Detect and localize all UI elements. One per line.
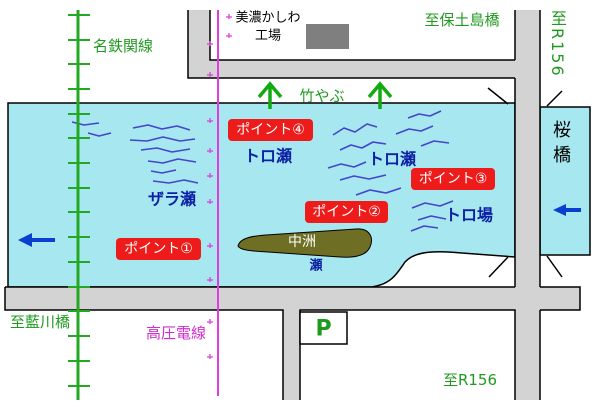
point-badge [116, 238, 201, 260]
roads [4, 10, 581, 400]
ripple-line [152, 179, 199, 184]
water-label-toro-ba: トロ場 [445, 206, 493, 225]
arrow-left-icon [553, 204, 581, 216]
ripple-line [129, 136, 196, 142]
factory-building [306, 24, 349, 49]
road-edge [540, 286, 581, 311]
direction-hodoshima-bridge: 至保土島橋 [424, 11, 499, 29]
power-pole-mark [207, 199, 213, 204]
ripple-line [87, 132, 112, 137]
ripples [71, 110, 454, 232]
sandbar-label: 中洲 [288, 234, 316, 250]
power-pole-mark [207, 118, 213, 123]
power-pole-mark [207, 277, 213, 282]
bamboo-arrows [257, 81, 393, 109]
water-label-toro-se: トロ瀬 [368, 150, 416, 169]
railway-label: 名鉄関線 [93, 37, 153, 55]
ripple-line [327, 161, 367, 169]
ripple-line [410, 225, 439, 232]
ripple-line [339, 141, 387, 151]
ripple-line [150, 169, 177, 174]
direction-r156-south: 至R156 [443, 371, 497, 389]
road-edge [4, 287, 284, 400]
parking-lot: P [299, 311, 348, 345]
road-south [5, 287, 580, 310]
sandbar [237, 228, 372, 258]
road-edge [209, 10, 515, 61]
parking-box [299, 311, 348, 345]
bridge-wing [488, 256, 509, 278]
road-parking-access [283, 310, 300, 400]
bridge-wing [546, 90, 563, 107]
power-pole-mark [226, 14, 232, 19]
power-pole-mark [207, 72, 213, 77]
road-edge [299, 309, 516, 400]
point-badge [411, 168, 495, 190]
fishing-point-4: ポイント④ [228, 119, 313, 141]
power-pole-mark [207, 173, 213, 178]
factory-name: 美濃かしわ [235, 11, 300, 26]
railway-ties [68, 14, 90, 387]
ripple-line [407, 110, 442, 119]
power-line [207, 10, 232, 396]
water-label-toro-se: トロ瀬 [244, 147, 292, 166]
power-pole-mark [207, 354, 213, 359]
road-north [188, 60, 515, 78]
ripple-line [395, 125, 434, 135]
fishing-point-1: ポイント① [116, 238, 201, 260]
point-label: ポイント③ [419, 171, 488, 187]
power-line-label: 高圧電線 [146, 324, 206, 342]
power-pole-mark [207, 319, 213, 324]
power-pole-mark [207, 41, 213, 46]
ripple-line [420, 140, 450, 147]
water-label-se: 瀬 [309, 258, 322, 274]
point-label: ポイント① [124, 241, 193, 257]
fishing-point-3: ポイント③ [411, 168, 495, 190]
fishing-points: ポイント④ ポイント③ ポイント② ポイント① [116, 119, 495, 260]
railway [68, 10, 90, 400]
road-edge [187, 10, 515, 79]
direction-aikawa-bridge: 至藍川橋 [10, 313, 70, 331]
power-pole-mark [207, 148, 213, 153]
ripple-line [132, 124, 191, 131]
fishing-point-2: ポイント② [305, 201, 388, 223]
parking-icon: P [315, 317, 331, 342]
power-pole-mark [207, 243, 213, 248]
ripple-line [332, 123, 378, 136]
water-label-zara-se: ザラ瀬 [148, 190, 196, 209]
bridge-wing [487, 87, 509, 105]
arrow-left-icon [18, 233, 55, 247]
arrow-up-icon [257, 81, 283, 109]
ripple-line [140, 147, 191, 153]
ripple-line [417, 215, 447, 221]
flow-arrows [18, 204, 581, 247]
water-labels: トロ瀬 トロ瀬 ザラ瀬 トロ場 瀬 [148, 147, 493, 274]
ripple-line [411, 200, 454, 209]
point-label: ポイント② [312, 204, 381, 220]
ripple-line [339, 174, 387, 181]
ripple-line [71, 121, 100, 126]
point-badge [305, 201, 388, 223]
bridge-wings [487, 87, 563, 278]
factory-name-suffix: 工場 [255, 29, 281, 44]
point-badge [228, 119, 313, 141]
ripple-line [147, 158, 197, 164]
road-east [515, 10, 540, 400]
power-pole-mark [226, 33, 232, 38]
factory-labels: 美濃かしわ 工場 [235, 11, 300, 44]
direction-r156-north: 至R156 [548, 10, 567, 78]
power-pole-marks [207, 14, 232, 359]
point-label: ポイント④ [236, 122, 305, 138]
arrow-up-icon [367, 81, 393, 109]
road-fill [5, 10, 580, 400]
bamboo-label: 竹やぶ [299, 87, 344, 105]
bridge-label: 桜橋 [550, 120, 571, 170]
ripple-line [355, 187, 402, 196]
bridge-wing [546, 255, 563, 278]
green-labels: 名鉄関線 至保土島橋 竹やぶ 至藍川橋 至R156 [10, 11, 500, 389]
